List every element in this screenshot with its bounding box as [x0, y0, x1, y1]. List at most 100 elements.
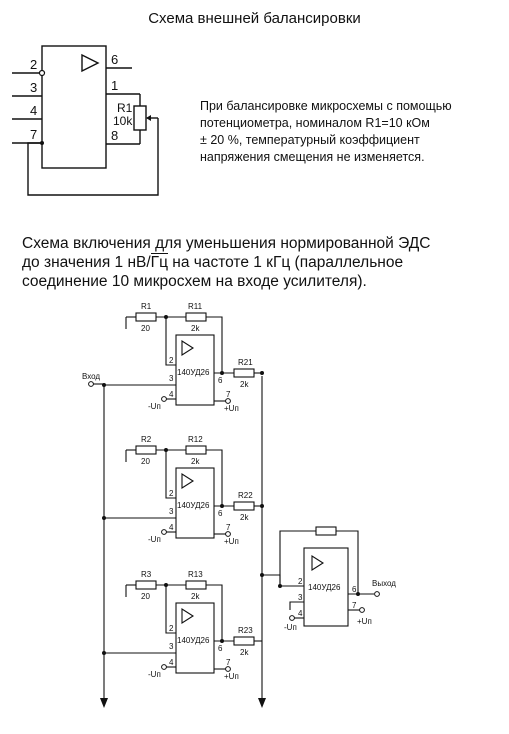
pin-label: 3 [298, 593, 303, 602]
terminal-icon [88, 381, 94, 387]
feedback-resistor [185, 445, 207, 455]
pin-label: 1 [111, 78, 118, 93]
resistor-value: 2k [191, 592, 200, 601]
junction-dot [260, 371, 264, 375]
output-resistor [233, 636, 255, 646]
wire [336, 530, 359, 594]
supply-label: -Uп [148, 402, 161, 411]
resistor-value: 20 [141, 324, 150, 333]
junction-dot [220, 639, 224, 643]
wire [279, 530, 316, 585]
input-resistor [135, 580, 157, 590]
feedback-resistor [185, 312, 207, 322]
resistor-name: R12 [188, 435, 203, 444]
balance-note-line: ± 20 %, температурный коэффициент [200, 133, 420, 147]
resistor-value: 20 [141, 457, 150, 466]
chip-name: 140УД26 [308, 583, 341, 592]
terminal-icon [161, 529, 167, 535]
supply-label: -Uп [148, 535, 161, 544]
chip-name: 140УД26 [177, 636, 210, 645]
pin-label: 7 [352, 601, 357, 610]
pin-label: 6 [352, 585, 357, 594]
pin-label: 3 [30, 80, 37, 95]
terminal-icon [289, 615, 295, 621]
pin-label: 2 [169, 624, 174, 633]
wiper-arrow-icon [146, 115, 151, 121]
resistor-value: 2k [240, 648, 249, 657]
output-resistor [233, 501, 255, 511]
opamp-triangle-icon [181, 472, 195, 490]
input-resistor [135, 445, 157, 455]
resistor-name: R13 [188, 570, 203, 579]
wire [262, 574, 304, 587]
page-title: Схема внешней балансировки [148, 10, 361, 27]
terminal-icon [161, 396, 167, 402]
opamp-chip [175, 334, 215, 406]
resistor-name: R2 [141, 435, 152, 444]
balance-note-line: напряжения смещения не изменяется. [200, 150, 425, 164]
chip-name: 140УД26 [177, 501, 210, 510]
input-label: Вход [82, 372, 100, 381]
resistor-value: 2k [191, 457, 200, 466]
pin-label: 4 [30, 103, 37, 118]
pin-label: 4 [169, 658, 174, 667]
pin-label: 6 [218, 644, 223, 653]
pin-label: 3 [169, 507, 174, 516]
resistor-name: R1 [141, 302, 152, 311]
junction-dot [220, 504, 224, 508]
pin-label: 6 [218, 376, 223, 385]
pin-label: 2 [169, 489, 174, 498]
balance-note-line: При балансировке микросхемы с помощью [200, 99, 452, 113]
pin-label: 4 [298, 609, 303, 618]
heading-text: на частоте 1 кГц (параллельное [167, 254, 404, 271]
pin-label: 7 [226, 390, 231, 399]
opamp-triangle-icon [81, 53, 100, 73]
opamp-chip [175, 602, 215, 674]
resistor-name: R11 [188, 302, 203, 311]
pin-label: 8 [111, 128, 118, 143]
resistor-name: R21 [238, 358, 253, 367]
feedback-resistor [315, 526, 337, 536]
pin-label: 6 [111, 52, 118, 67]
supply-label: +Uп [224, 404, 239, 413]
resistor-value: 20 [141, 592, 150, 601]
terminal-icon [359, 607, 365, 613]
pin-label: 2 [30, 57, 37, 72]
supply-label: +Uп [224, 672, 239, 681]
input-resistor [135, 312, 157, 322]
feedback-wire [27, 118, 159, 196]
output-label: Выход [372, 579, 396, 588]
pot-name: R1 [117, 101, 133, 115]
junction-dot [220, 371, 224, 375]
circuit-heading-line: до значения 1 нВ/Гц на частоте 1 кГц (па… [22, 253, 502, 272]
pot-value: 10k [113, 114, 133, 128]
output-resistor [233, 368, 255, 378]
resistor-value: 2k [240, 380, 249, 389]
chip-name: 140УД26 [177, 368, 210, 377]
pin-label: 7 [226, 523, 231, 532]
heading-text: до значения 1 нВ/ [22, 254, 151, 271]
pin-label: 7 [30, 127, 37, 142]
pin-label: 3 [169, 374, 174, 383]
opamp-triangle-icon [181, 339, 195, 357]
terminal-icon [374, 591, 380, 597]
supply-label: +Uп [357, 617, 372, 626]
junction-dot [260, 504, 264, 508]
supply-label: -Uп [148, 670, 161, 679]
pin-label: 2 [298, 577, 303, 586]
resistor-value: 2k [240, 513, 249, 522]
opamp-chip [41, 45, 107, 169]
opamp-triangle-icon [181, 607, 195, 625]
pin-label: 4 [169, 523, 174, 532]
terminal-icon [225, 531, 231, 537]
balance-note-line: потенциометра, номиналом R1=10 кОм [200, 116, 430, 130]
terminal-icon [161, 664, 167, 670]
wire [165, 585, 176, 634]
terminal-icon [225, 398, 231, 404]
rail-arrow-icon [100, 698, 108, 708]
supply-label: -Uп [284, 623, 297, 632]
wire [165, 450, 176, 499]
rail-arrow-icon [258, 698, 266, 708]
resistor-name: R22 [238, 491, 253, 500]
